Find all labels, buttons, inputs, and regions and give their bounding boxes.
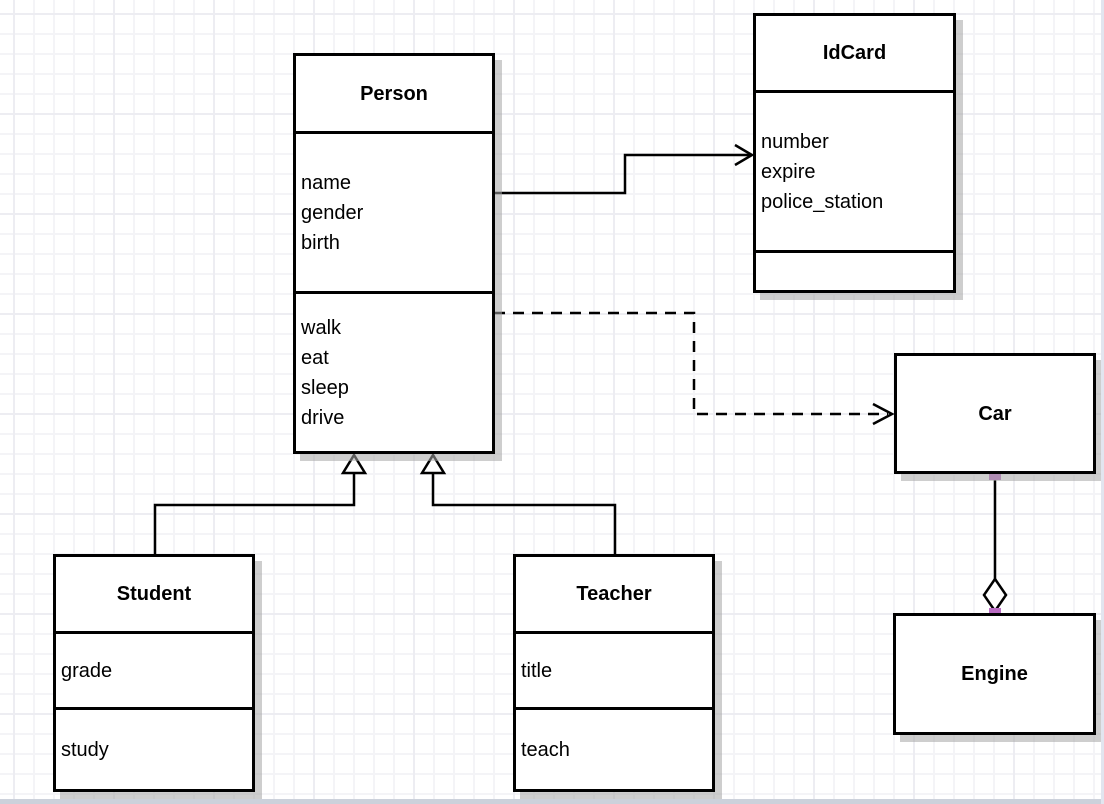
class-attributes: grade (56, 634, 252, 710)
aggregation-diamond-icon (982, 576, 1008, 614)
class-methods: walk eat sleep drive (296, 294, 492, 451)
attribute: gender (301, 201, 364, 224)
attribute: title (521, 659, 553, 682)
class-title: Car (978, 402, 1012, 425)
attribute: name (301, 171, 352, 194)
attribute: expire (761, 160, 816, 183)
class-box-engine[interactable]: Engine (893, 613, 1096, 735)
method: walk (301, 316, 342, 339)
method: sleep (301, 376, 349, 399)
class-attributes: number expire police_station (756, 93, 953, 253)
method: drive (301, 406, 345, 429)
horizontal-scrollbar-edge[interactable] (0, 799, 1104, 804)
class-title: Student (56, 557, 252, 634)
connector-person-car-dependency[interactable] (494, 311, 895, 426)
generalization-triangle-icon (419, 452, 447, 475)
connector-teacher-person-generalization[interactable] (419, 452, 617, 554)
class-box-student[interactable]: Student grade study (53, 554, 255, 792)
vertical-scrollbar-edge[interactable] (1101, 0, 1104, 804)
connector-student-person-generalization[interactable] (153, 452, 368, 554)
attribute: police_station (761, 190, 884, 213)
attribute: birth (301, 231, 340, 254)
attribute: number (761, 130, 829, 153)
class-methods: study (56, 710, 252, 789)
connector-car-engine-aggregation[interactable] (982, 468, 1008, 620)
open-arrow-icon (734, 143, 755, 167)
class-box-car[interactable]: Car (894, 353, 1096, 474)
class-box-idcard[interactable]: IdCard number expire police_station (753, 13, 956, 293)
class-methods (756, 253, 953, 290)
open-arrow-icon (872, 402, 895, 426)
method: eat (301, 346, 329, 369)
class-title: Engine (961, 663, 1028, 685)
method: study (61, 738, 109, 761)
attribute: grade (61, 659, 113, 682)
class-title: Teacher (516, 557, 712, 634)
class-box-teacher[interactable]: Teacher title teach (513, 554, 715, 792)
method: teach (521, 738, 570, 761)
class-box-person[interactable]: Person name gender birth walk eat sleep … (293, 53, 495, 454)
class-attributes: title (516, 634, 712, 710)
class-title: Person (296, 56, 492, 134)
class-title: IdCard (756, 16, 953, 93)
class-methods: teach (516, 710, 712, 789)
connector-person-idcard-association[interactable] (494, 143, 755, 195)
generalization-triangle-icon (340, 452, 368, 475)
class-attributes: name gender birth (296, 134, 492, 294)
